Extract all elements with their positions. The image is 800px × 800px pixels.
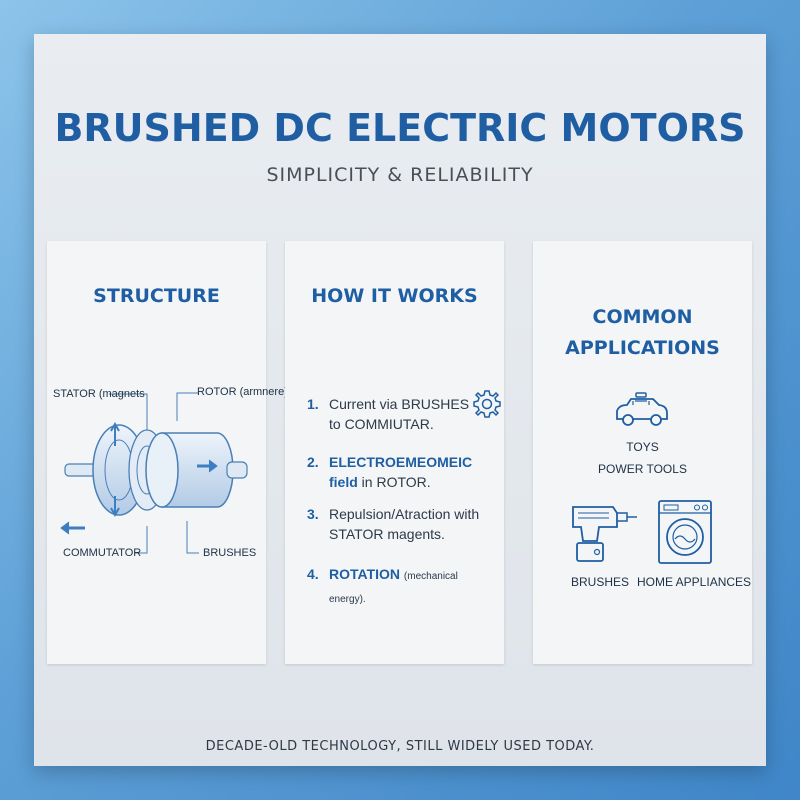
- step-4-text: ROTATION (mechanical energy).: [329, 564, 497, 610]
- step-3-text: Repulsion/Atraction with STATOR magents.: [329, 506, 480, 542]
- how-it-works-title: HOW IT WORKS: [311, 285, 478, 307]
- step-1-number: 1.: [307, 396, 319, 412]
- label-brushes: BRUSHES: [203, 547, 257, 559]
- step-2-text: ELECTROEMEOMEIC field in ROTOR.: [329, 452, 497, 492]
- applications-card: COMMON APPLICATIONS TOYS POWER TOOLS: [533, 241, 752, 664]
- power-tools-label: POWER TOOLS: [598, 462, 687, 476]
- gear-icon: [473, 390, 501, 418]
- poster-subtitle: SIMPLICITY & RELIABILITY: [266, 164, 534, 186]
- step-4-number: 4.: [307, 566, 319, 582]
- toys-label: TOYS: [626, 440, 659, 454]
- motor-diagram: [60, 392, 248, 554]
- applications-title-line2: APPLICATIONS: [565, 337, 720, 359]
- step-2-emphasis: ELECTROEMEOMEIC field: [329, 454, 473, 490]
- step-4-emphasis: ROTATION: [329, 566, 401, 582]
- how-it-works-card: HOW IT WORKS 1. Current via BRUSHES to C…: [285, 241, 504, 664]
- label-commutator: COMMUTATOR: [63, 547, 142, 559]
- applications-title-line1: COMMON: [592, 306, 693, 328]
- power-drill-icon: [572, 506, 637, 562]
- poster-footer: DECADE-OLD TECHNOLOGY, STILL WIDELY USED…: [205, 739, 595, 754]
- step-2-number: 2.: [307, 454, 319, 470]
- structure-title: STRUCTURE: [93, 285, 220, 307]
- toy-car-icon: [616, 392, 668, 426]
- brushes-app-label: BRUSHES: [571, 575, 630, 589]
- poster: BRUSHED DC ELECTRIC MOTORS SIMPLICITY & …: [34, 34, 766, 766]
- home-appliances-label: HOME APPLIANCES: [637, 575, 752, 589]
- step-1-text: Current via BRUSHES to COMMIUTAR.: [329, 396, 470, 432]
- structure-card: STRUCTURE: [47, 241, 288, 664]
- poster-title: BRUSHED DC ELECTRIC MOTORS: [54, 106, 746, 150]
- washing-machine-icon: [658, 500, 712, 564]
- label-stator: STATOR (magnets: [53, 388, 145, 400]
- step-2-rest: in ROTOR.: [361, 474, 431, 490]
- step-3-number: 3.: [307, 506, 319, 522]
- step-4-rest: (mechanical energy).: [329, 571, 458, 605]
- label-rotor: ROTOR (armnere): [197, 386, 288, 398]
